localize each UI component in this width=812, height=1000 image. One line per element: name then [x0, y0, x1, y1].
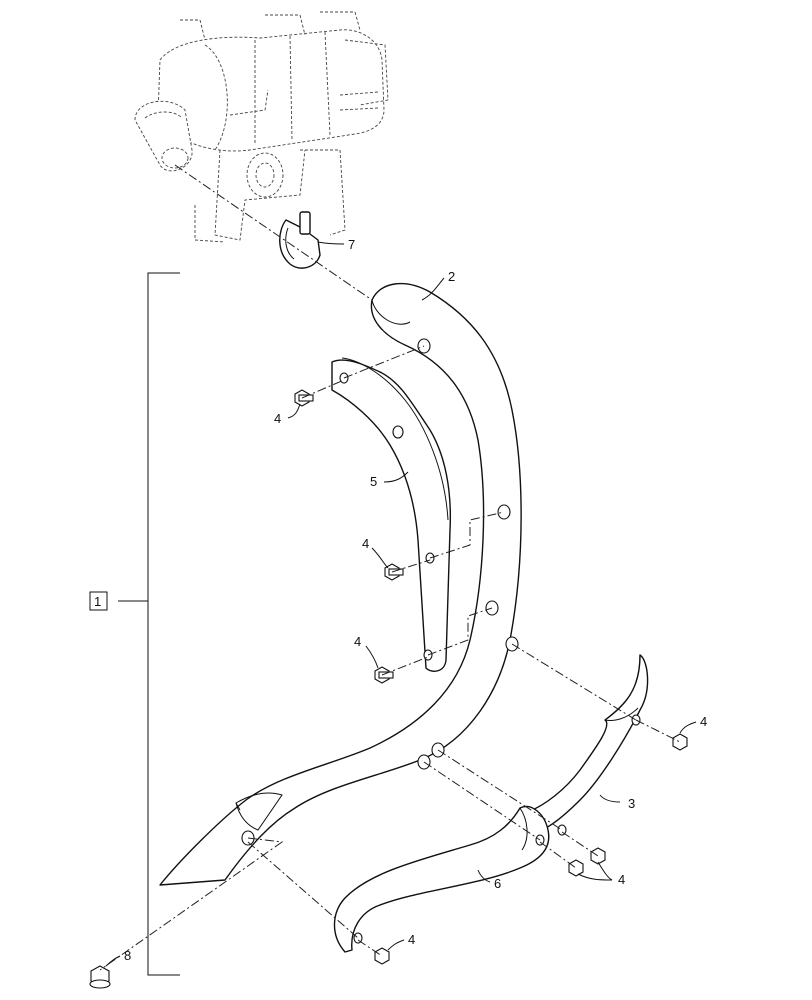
callout-bracket: 5: [370, 474, 377, 489]
bolt-icon: [384, 563, 404, 581]
bracket-part: [331, 357, 452, 672]
callout-bolt-b: 4: [362, 536, 369, 551]
callout-bolt-d: 4: [700, 714, 707, 729]
callout-bolt-g: 8: [124, 948, 131, 963]
engine-aftertreatment-ghost: [134, 11, 389, 243]
bolt-icon: [374, 666, 394, 684]
callout-heat-shield-front: 6: [494, 876, 501, 891]
callout-bolt-c: 4: [354, 634, 361, 649]
callouts: 1 2 7 4 5 4 4 4 3 4 6 4 8: [94, 237, 707, 963]
clamp-part: [279, 211, 321, 269]
callout-bolt-e: 4: [618, 872, 625, 887]
leader-lines: [105, 241, 697, 967]
callout-bolt-a: 4: [274, 411, 281, 426]
callout-assembly: 1: [94, 594, 101, 609]
callout-bolt-f: 4: [408, 932, 415, 947]
bolt-icon: [672, 733, 688, 751]
assembly-lines: [99, 164, 681, 971]
bolt-icon: [89, 965, 111, 989]
callout-clamp: 7: [348, 237, 355, 252]
callout-heat-shield-lower: 3: [628, 796, 635, 811]
bolt-icon: [374, 947, 390, 965]
bolt-icon: [294, 389, 314, 407]
assembly-bracket: [89, 272, 180, 976]
bolt-icon: [568, 859, 584, 877]
bolt-icon: [590, 847, 606, 865]
callout-tailpipe: 2: [448, 269, 455, 284]
heat-shield-front-part: [333, 805, 550, 953]
